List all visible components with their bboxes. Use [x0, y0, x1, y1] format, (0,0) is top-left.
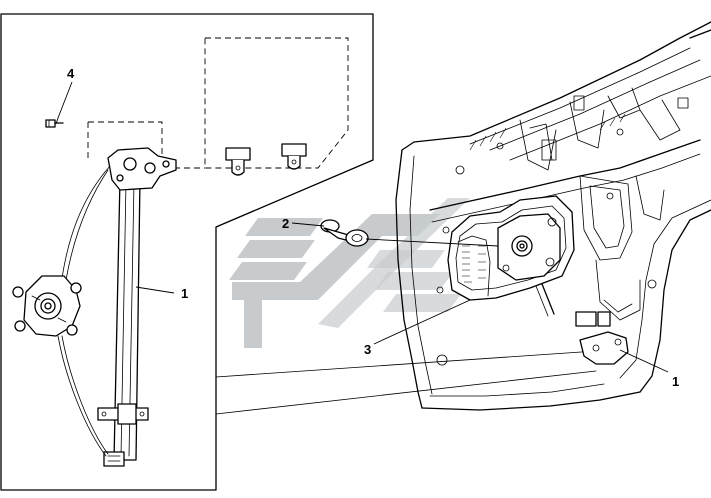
callout-1-left: 1 — [181, 286, 188, 301]
door-regulator-assembly — [447, 195, 629, 365]
glass-clamp-left — [225, 147, 251, 176]
regulator-cables — [57, 165, 111, 457]
window-glass-outline — [87, 37, 349, 169]
callout-3: 3 — [364, 342, 371, 357]
callouts: 1 1 2 3 4 — [67, 66, 679, 389]
bolt-part-4 — [45, 119, 64, 128]
door-body — [395, 21, 711, 411]
detail-inset-frame — [0, 13, 374, 491]
regulator-top-bracket — [107, 147, 177, 191]
projection-lines — [215, 350, 597, 415]
window-handle-part-2 — [320, 219, 369, 247]
callout-1-right: 1 — [672, 374, 679, 389]
callout-4: 4 — [67, 66, 75, 81]
regulator-bottom-pulley — [103, 451, 125, 467]
leader-lines — [55, 81, 669, 373]
callout-2: 2 — [282, 216, 289, 231]
watermark-logo — [229, 198, 470, 348]
regulator-motor — [12, 275, 82, 337]
regulator-lower-slider — [97, 403, 149, 425]
glass-clamp-right — [281, 143, 307, 170]
